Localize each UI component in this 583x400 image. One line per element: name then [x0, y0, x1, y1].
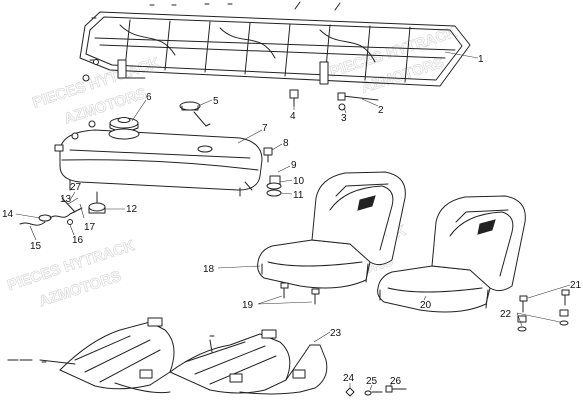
- callout-7: 7: [262, 123, 268, 134]
- callout-17: 17: [84, 222, 96, 233]
- callout-14: 14: [2, 209, 14, 220]
- callout-18: 18: [203, 264, 215, 275]
- filler-neck: [109, 117, 139, 132]
- watermark-group-mid: PIECES HYTRACK AZMOTORS: [328, 23, 460, 97]
- callout-22: 22: [500, 309, 512, 320]
- callout-4: 4: [290, 111, 296, 122]
- callout-16: 16: [72, 235, 84, 246]
- belt-hardware: [7, 359, 407, 397]
- callout-23: 23: [330, 328, 342, 339]
- callout-27: 27: [70, 182, 82, 193]
- watermark-group-left: PIECES HYTRACK AZMOTORS: [5, 237, 137, 311]
- callout-2: 2: [378, 105, 384, 116]
- callout-19: 19: [242, 300, 254, 311]
- callout-6: 6: [146, 92, 152, 103]
- callout-1: 1: [478, 54, 484, 65]
- callout-15: 15: [30, 241, 42, 252]
- left-seat: [257, 171, 406, 289]
- seat-belts: [19, 317, 328, 395]
- callout-11: 11: [293, 190, 304, 201]
- callout-25: 25: [366, 376, 378, 387]
- callout-20: 20: [420, 300, 432, 311]
- callout-13: 13: [60, 194, 72, 205]
- right-seat: [377, 195, 526, 313]
- callout-9: 9: [291, 160, 297, 171]
- callout-8: 8: [283, 138, 289, 149]
- seat-hardware-21-22: [517, 289, 570, 332]
- rack-hardware: [289, 89, 379, 111]
- fuel-fittings: [19, 191, 106, 226]
- callout-10: 10: [293, 176, 305, 187]
- fuel-cap: [179, 101, 211, 127]
- callout-5: 5: [213, 96, 219, 107]
- callout-3: 3: [341, 113, 347, 124]
- callout-labels: 1 2 3 4 5 6 7 8 9 10 11 12 13 14 15 16 1…: [2, 54, 582, 387]
- seat-bolts-19: [280, 282, 320, 305]
- callout-21: 21: [570, 280, 582, 291]
- callout-26: 26: [390, 376, 402, 387]
- leader-lines: [15, 51, 571, 391]
- fuel-tank: [54, 120, 263, 197]
- callout-24: 24: [343, 373, 355, 384]
- callout-12: 12: [126, 204, 138, 215]
- cargo-rack: [79, 1, 471, 87]
